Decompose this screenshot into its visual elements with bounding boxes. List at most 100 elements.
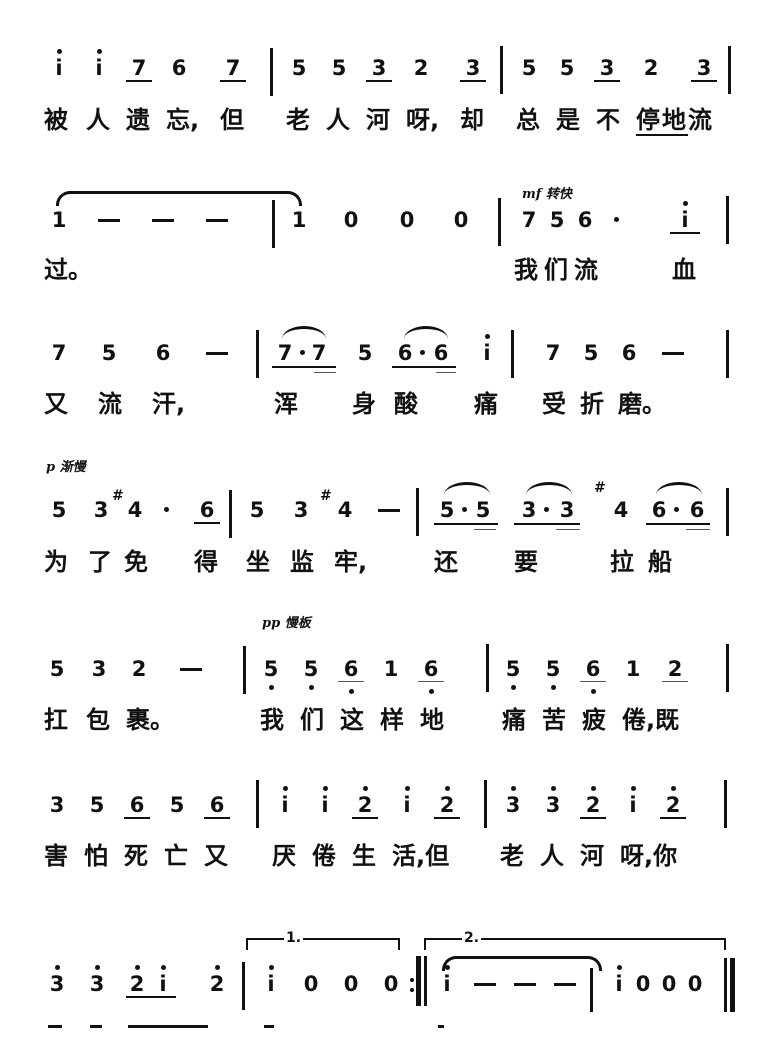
dynamic-marking: pp 慢板 bbox=[262, 616, 311, 631]
lyric: 河 bbox=[366, 106, 390, 134]
barline bbox=[724, 780, 727, 828]
note: 6 bbox=[171, 56, 187, 80]
lyric: 痛 bbox=[502, 706, 526, 734]
note: 6 bbox=[577, 208, 593, 232]
lyric: 痛 bbox=[474, 390, 498, 418]
lyric: 苦 bbox=[542, 706, 566, 734]
lyric: 坐 bbox=[246, 548, 270, 576]
extension-dash bbox=[378, 509, 400, 512]
note: 5 bbox=[300, 657, 322, 690]
note: 0 bbox=[661, 972, 677, 996]
lyric: 倦 bbox=[312, 842, 336, 870]
augmentation-dot bbox=[544, 507, 549, 512]
note: 3 bbox=[86, 965, 108, 996]
barline bbox=[500, 46, 503, 94]
sharp-sign: # bbox=[594, 480, 606, 496]
note: i bbox=[436, 965, 458, 996]
lyric: 却 bbox=[460, 106, 484, 134]
lyric: 被 bbox=[44, 106, 68, 134]
note: 5 bbox=[101, 341, 117, 365]
barline bbox=[242, 962, 245, 1010]
note: 6 bbox=[582, 657, 604, 694]
cropped-lyrics bbox=[44, 1022, 444, 1030]
note: 2 bbox=[582, 786, 604, 817]
note: 6 bbox=[155, 341, 171, 365]
note: i bbox=[88, 49, 110, 80]
lyric: 怕 bbox=[84, 842, 108, 870]
note: 6 bbox=[199, 498, 215, 522]
barline bbox=[498, 198, 501, 246]
lyric: 得 bbox=[194, 548, 218, 576]
lyric: 倦,既 bbox=[622, 706, 680, 734]
lyric: 不 bbox=[596, 106, 620, 134]
note: 2 bbox=[131, 657, 147, 681]
barline bbox=[726, 330, 729, 378]
note: 2 bbox=[413, 56, 429, 80]
extension-dash bbox=[206, 219, 228, 222]
note: 3 bbox=[465, 56, 481, 80]
lyric: 亡 bbox=[164, 842, 188, 870]
lyric: 要 bbox=[514, 548, 538, 576]
note: 5 bbox=[331, 56, 347, 80]
note: 2 bbox=[354, 786, 376, 817]
lyric: 呀, bbox=[406, 106, 440, 134]
note: 1 bbox=[291, 208, 307, 232]
note: 3 bbox=[46, 965, 68, 996]
note: 6 bbox=[209, 793, 225, 817]
lyric: 又 bbox=[204, 842, 228, 870]
note: 5 bbox=[51, 498, 67, 522]
lyric: 还 bbox=[434, 548, 458, 576]
volta-bracket-2: 2. bbox=[424, 930, 726, 950]
note: 2 bbox=[206, 965, 228, 996]
note: 4 bbox=[127, 498, 143, 522]
note: 7 bbox=[131, 56, 147, 80]
extension-dash bbox=[554, 983, 576, 986]
lyric: 牢, bbox=[334, 548, 368, 576]
note: 4 bbox=[613, 498, 629, 522]
lyric: 这 bbox=[340, 706, 364, 734]
volta-bracket-1: 1. bbox=[246, 930, 400, 950]
note: i bbox=[314, 786, 336, 817]
note: 7 bbox=[51, 341, 67, 365]
lyric: 血 bbox=[672, 256, 696, 284]
note: 3 bbox=[49, 793, 65, 817]
final-barline bbox=[730, 958, 735, 1012]
lyric: 忘, bbox=[166, 106, 200, 134]
note: i bbox=[674, 201, 696, 232]
note: 5 bbox=[260, 657, 282, 690]
note: 1 bbox=[51, 208, 67, 232]
note: 7 bbox=[277, 341, 293, 365]
barline bbox=[726, 196, 729, 244]
lyric: 船 bbox=[648, 548, 672, 576]
note: 2 bbox=[662, 786, 684, 817]
lyric: 流 bbox=[98, 390, 122, 418]
lyric: 疲 bbox=[582, 706, 606, 734]
note: 0 bbox=[383, 972, 399, 996]
note: 0 bbox=[303, 972, 319, 996]
note: 7 bbox=[225, 56, 241, 80]
note: 5 bbox=[357, 341, 373, 365]
lyric: 浑 bbox=[274, 390, 298, 418]
note: 3 bbox=[599, 56, 615, 80]
note: 3 bbox=[559, 498, 575, 522]
lyric: 折 bbox=[580, 390, 604, 418]
note: 5 bbox=[521, 56, 537, 80]
barline bbox=[726, 488, 729, 536]
augmentation-dot bbox=[164, 507, 169, 512]
lyric: 流 bbox=[688, 106, 712, 134]
lyric: 裹。 bbox=[126, 706, 174, 734]
lyric: 监 bbox=[290, 548, 314, 576]
lyric: 身 bbox=[352, 390, 376, 418]
lyric: 地 bbox=[420, 706, 444, 734]
lyric: 流 bbox=[574, 256, 598, 284]
repeat-dot bbox=[410, 988, 414, 992]
note: 7 bbox=[521, 208, 537, 232]
lyric: 停 bbox=[636, 106, 660, 134]
note: 2 bbox=[643, 56, 659, 80]
sharp-sign: # bbox=[112, 488, 124, 504]
lyric: 遗 bbox=[126, 106, 150, 134]
note: 1 bbox=[625, 657, 641, 681]
extension-dash bbox=[152, 219, 174, 222]
lyric: 包 bbox=[86, 706, 110, 734]
note: 4 bbox=[337, 498, 353, 522]
